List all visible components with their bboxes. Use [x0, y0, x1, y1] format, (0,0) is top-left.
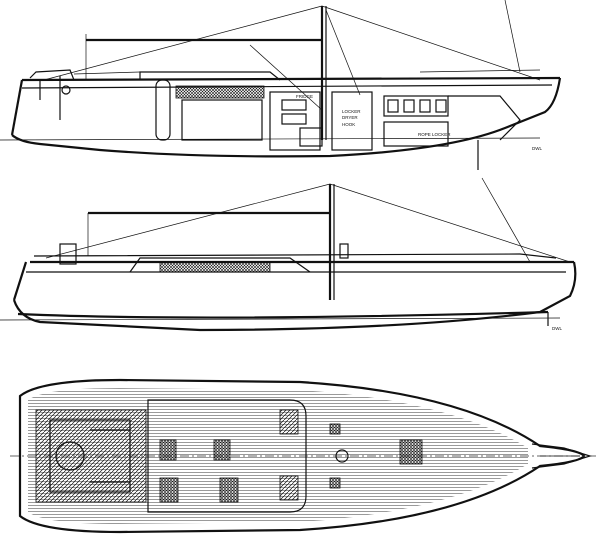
- helm-wheel: [55, 441, 85, 471]
- headstay-line: [504, 0, 521, 73]
- porthole-1: [387, 99, 399, 113]
- waterline-profile: [0, 317, 561, 321]
- galley-stove: [299, 127, 323, 147]
- porthole-4: [435, 99, 447, 113]
- cockpit-area: [35, 409, 147, 503]
- companionway: [155, 79, 171, 141]
- sail-profile-view: DWL: [0, 177, 577, 332]
- vang: [249, 44, 323, 111]
- stern-posts: [39, 76, 61, 120]
- galley-label-b: LOCKER: [342, 109, 361, 114]
- deckhouse: [139, 71, 281, 81]
- sheer-line: [21, 76, 561, 82]
- cockpit-floor: [49, 419, 131, 493]
- shroud: [325, 9, 361, 96]
- nav-station: [331, 91, 373, 151]
- hatch-4: [219, 477, 239, 503]
- stay-line: [481, 177, 531, 263]
- saloon-window-grid: [175, 85, 265, 99]
- hull-profile: [12, 261, 577, 332]
- galley-block: [269, 91, 321, 151]
- cabin-windows: [159, 261, 271, 273]
- hull-outline: [11, 77, 562, 158]
- saloon: [181, 99, 263, 141]
- forward-cabin-windows: [383, 95, 449, 117]
- forestay: [321, 5, 541, 81]
- mast-base: [339, 243, 349, 259]
- fore-hatch: [399, 439, 423, 465]
- galley-label-d: HOOK: [342, 122, 355, 127]
- hatch-3: [159, 477, 179, 503]
- transom: [10, 79, 24, 136]
- cabin-top-plan: [147, 399, 307, 513]
- rubrail: [21, 84, 553, 89]
- forestay-profile: [329, 183, 571, 263]
- galley-label-c: DRYER: [342, 115, 358, 120]
- galley-label-a: FRIDGE: [296, 94, 313, 99]
- steering-wheel: [61, 85, 71, 95]
- waterline-profile-label: DWL: [552, 326, 562, 331]
- deck-fitting-2: [329, 477, 341, 489]
- backstay-profile: [45, 183, 331, 259]
- v-berth: [383, 121, 449, 147]
- backstay: [43, 5, 323, 81]
- mast-step: [335, 449, 349, 463]
- aft-console: [59, 243, 77, 265]
- deck-fitting-1: [329, 423, 341, 435]
- porthole-3: [419, 99, 431, 113]
- bow-roller: [531, 443, 593, 469]
- galley-cabinet-b: [281, 113, 307, 125]
- forepeak: [448, 95, 521, 141]
- transom-profile: [12, 261, 28, 301]
- waterline-label: DWL: [532, 146, 542, 151]
- aft-pulpit: [29, 69, 75, 81]
- forward-label: ROPE LOCKER: [418, 132, 451, 137]
- hatch-2: [213, 439, 231, 461]
- cabin-top: [129, 257, 311, 273]
- side-deck-hatch-1: [279, 409, 299, 435]
- interior-profile-view: DWL FRIDGE LOCKER DRYER HOOK ROPE LOCKER: [0, 0, 562, 170]
- boot-stripe: [17, 310, 549, 319]
- side-deck-hatch-2: [279, 475, 299, 501]
- hatch-1: [159, 439, 177, 461]
- deck-plan-view: [10, 378, 596, 534]
- porthole-2: [403, 99, 415, 113]
- galley-cabinet-a: [281, 99, 307, 111]
- lifeline-profile: [33, 253, 557, 259]
- lifelines: [73, 69, 541, 75]
